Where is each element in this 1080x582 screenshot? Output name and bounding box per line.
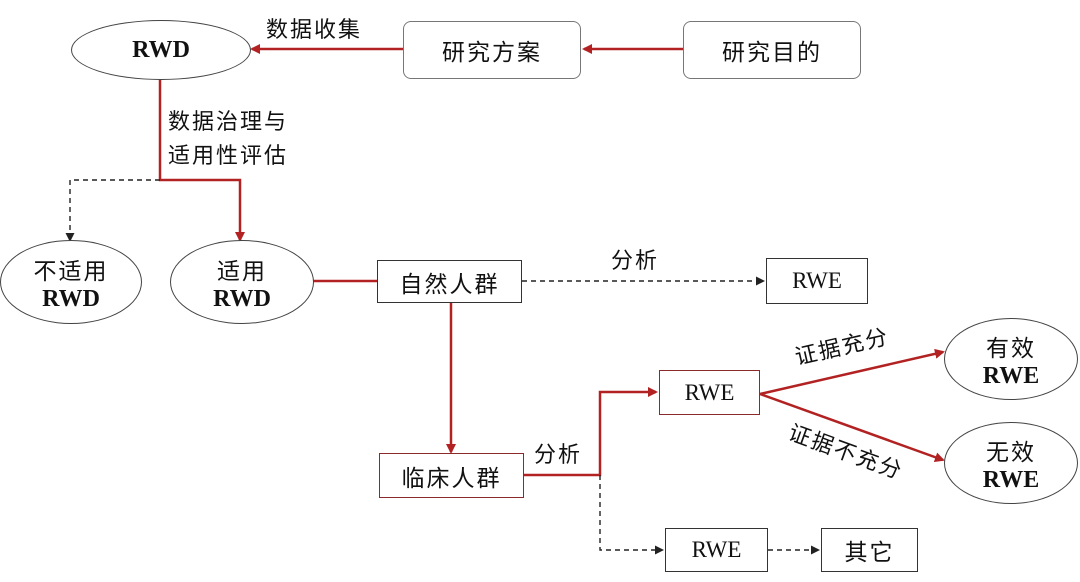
rwe-natural-label: RWE — [792, 268, 842, 293]
edge-label-analysis-clinical: 分析 — [534, 443, 583, 468]
edge-label-data-collection: 数据收集 — [266, 18, 363, 43]
rwe-clinical-node: RWE — [659, 370, 760, 415]
effective-label-line1: 有效 — [986, 335, 1036, 362]
unsuitable-rwd-node: 不适用 RWD — [0, 240, 142, 324]
effective-rwe-node: 有效 RWE — [944, 318, 1078, 400]
effective-label-line2: RWE — [982, 362, 1040, 389]
natural-population-node: 自然人群 — [377, 260, 522, 303]
ineffective-rwe-node: 无效 RWE — [944, 422, 1078, 504]
rwe-other-label: RWE — [691, 537, 742, 562]
arrow-rwd-to-suitable — [158, 80, 245, 242]
ineffective-label-line1: 无效 — [986, 439, 1036, 466]
purpose-label: 研究目的 — [722, 40, 822, 66]
clinical-population-label: 临床人群 — [401, 465, 502, 492]
ineffective-label-line2: RWE — [982, 466, 1040, 493]
unsuitable-label-line2: RWD — [42, 285, 100, 312]
other-node: 其它 — [821, 528, 918, 572]
arrow-clinical-to-rwe — [524, 387, 658, 477]
suitable-label-line2: RWD — [213, 285, 271, 312]
other-label: 其它 — [844, 540, 895, 566]
arrow-rwd-to-unsuitable — [65, 179, 160, 242]
plan-label: 研究方案 — [442, 40, 542, 66]
edge-label-governance-line1: 数据治理与 — [168, 110, 289, 135]
arrow-clinical-to-rwe-other — [599, 475, 664, 555]
arrow-rwe-to-ineffective — [759, 392, 945, 462]
rwd-top-label: RWD — [132, 36, 190, 63]
arrow-rwe-to-effective — [759, 348, 945, 396]
purpose-node: 研究目的 — [683, 21, 861, 79]
edge-label-governance-line2: 适用性评估 — [168, 144, 289, 169]
rwe-natural-node: RWE — [766, 258, 868, 304]
edge-label-analysis-natural: 分析 — [611, 249, 660, 274]
clinical-population-node: 临床人群 — [379, 453, 524, 498]
natural-population-label: 自然人群 — [399, 271, 500, 298]
plan-node: 研究方案 — [403, 21, 581, 79]
unsuitable-label-line1: 不适用 — [33, 258, 109, 285]
rwe-other-node: RWE — [665, 528, 768, 572]
suitable-rwd-node: 适用 RWD — [170, 240, 314, 324]
rwe-clinical-label: RWE — [684, 379, 735, 405]
rwd-top-node: RWD — [71, 20, 251, 80]
suitable-label-line1: 适用 — [217, 258, 267, 285]
